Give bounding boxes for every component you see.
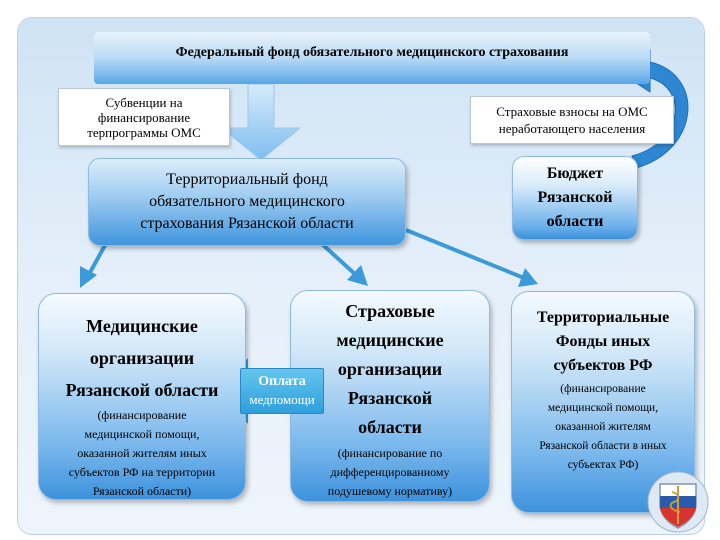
other-funds-note3: оказанной жителям: [555, 421, 651, 433]
medical-orgs-note4: субъектов РФ на территории: [68, 465, 216, 479]
subventions-line1: Субвенции на: [105, 94, 183, 110]
other-funds-title1: Территориальные: [536, 309, 670, 326]
contributions-line2: неработающего населения: [498, 121, 646, 136]
payment-line2: медпомощи: [249, 392, 315, 407]
medical-orgs-title3: Рязанской области: [65, 380, 219, 400]
other-funds-note4: Рязанской области в иных: [539, 440, 667, 452]
payment-line1: Оплата: [258, 374, 306, 389]
insurance-orgs-title1: Страховые: [345, 301, 435, 321]
insurance-orgs-title4: Рязанской: [347, 388, 433, 408]
contributions-box: Страховые взносы на ОМС неработающего на…: [470, 96, 674, 144]
budget-line1: Бюджет: [546, 165, 604, 182]
payment-label-box: Оплата медпомощи: [240, 368, 324, 414]
medical-orgs-note1: (финансирование: [97, 408, 187, 422]
budget-line3: области: [546, 213, 604, 230]
shield-emblem-icon: [647, 471, 709, 533]
contributions-line1: Страховые взносы на ОМС: [496, 104, 648, 119]
budget-box: Бюджет Рязанской области: [512, 156, 638, 240]
medical-orgs-box: Медицинские организации Рязанской област…: [38, 293, 246, 500]
territorial-fund-box: Территориальный фонд обязательного медиц…: [88, 158, 406, 246]
medical-orgs-title2: организации: [89, 348, 195, 368]
other-funds-note5: субъектах РФ): [567, 459, 639, 471]
medical-orgs-note3: оказанной жителям иных: [77, 446, 207, 460]
other-funds-note1: (финансирование: [560, 383, 646, 395]
medical-orgs-note2: медицинской помощи,: [84, 427, 200, 441]
territorial-fund-line2: обязательного медицинского: [149, 193, 345, 210]
territorial-fund-line1: Территориальный фонд: [166, 171, 328, 188]
territorial-fund-line3: страхования Рязанской области: [140, 215, 354, 232]
medical-orgs-note5: Рязанской области): [92, 484, 192, 498]
subventions-line3: терпрограммы ОМС: [87, 124, 201, 140]
subvention-down-arrow: [220, 83, 302, 161]
flow-arrow-to-other-funds: [405, 228, 538, 287]
subventions-box: Субвенции на финансирование терпрограммы…: [58, 88, 230, 146]
medical-orgs-title1: Медицинские: [86, 316, 198, 336]
insurance-orgs-title5: области: [358, 417, 422, 437]
flow-arrow-to-medical: [80, 239, 110, 288]
other-funds-title3: субъектов РФ: [553, 357, 653, 374]
flow-arrow-to-insurance: [320, 242, 368, 286]
subventions-line2: финансирование: [97, 109, 191, 125]
federal-fund-label: Федеральный фонд обязательного медицинск…: [175, 45, 569, 60]
federal-fund-box: Федеральный фонд обязательного медицинск…: [94, 32, 650, 84]
insurance-orgs-note2: дифференцированному: [330, 465, 450, 479]
insurance-orgs-title2: медицинские: [336, 330, 444, 350]
insurance-orgs-note1: (финансирование по: [337, 446, 443, 460]
other-funds-note2: медицинской помощи,: [547, 402, 659, 414]
insurance-orgs-title3: организации: [337, 359, 443, 379]
insurance-orgs-note3: подушевому нормативу): [327, 484, 453, 498]
budget-line2: Рязанской: [537, 189, 613, 206]
other-funds-title2: Фонды иных: [555, 333, 651, 350]
